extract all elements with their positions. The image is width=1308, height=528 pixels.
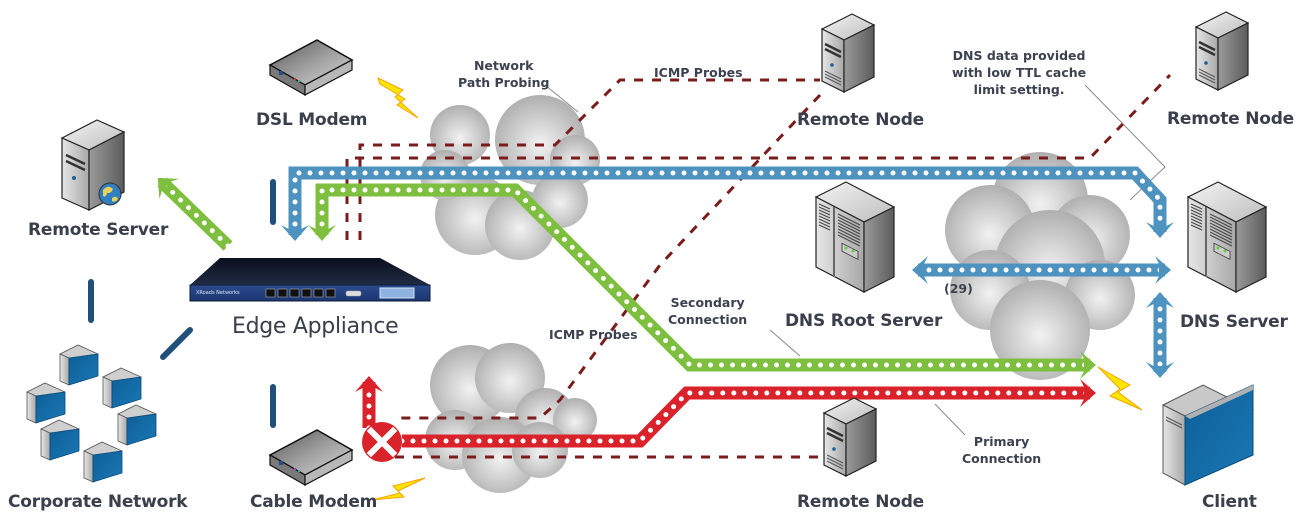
link-failed-icon <box>362 422 402 462</box>
link-bars <box>88 179 276 428</box>
dns-path <box>281 166 1174 241</box>
dns-root-query-path <box>912 256 1171 284</box>
appliance-brand: XRoads Networks <box>196 290 240 296</box>
secondary-connection-path <box>308 183 1096 379</box>
arrowhead <box>355 376 383 392</box>
arrowhead <box>1146 362 1174 378</box>
workstation-icon <box>40 419 80 461</box>
probe-line-dns <box>345 73 1172 240</box>
corporate-network-label: Corporate Network <box>8 492 188 512</box>
icmp-probes-top-label: ICMP Probes <box>654 65 743 80</box>
client-label: Client <box>1202 492 1257 512</box>
arrowhead <box>912 256 928 284</box>
cable-modem-icon[interactable] <box>268 429 354 487</box>
dns-server-label: DNS Server <box>1180 312 1288 332</box>
arrowhead <box>281 225 309 241</box>
remote-server-icon[interactable] <box>60 119 126 211</box>
workstation-icon <box>26 382 66 424</box>
dns-root-server-icon[interactable] <box>814 181 896 293</box>
connection-paths <box>157 166 1174 448</box>
dsl-modem-label: DSL Modem <box>256 110 368 130</box>
arrowhead <box>308 225 336 241</box>
lightning-icon <box>1097 366 1143 411</box>
lightning-icon <box>371 477 426 501</box>
icmp-probe-lines <box>345 73 1172 459</box>
corporate-network-icon[interactable] <box>26 344 157 483</box>
remote-node-right-label: Remote Node <box>1167 109 1294 129</box>
probe-line-mid <box>395 93 822 420</box>
failover-stub-path <box>355 376 383 431</box>
dsl-modem-icon[interactable] <box>268 39 354 97</box>
dns-ttl-note: DNS data provided with low TTL cache lim… <box>952 48 1087 97</box>
secondary-connection-note: Secondary Connection <box>668 295 748 327</box>
remote-node-bottom-icon[interactable] <box>822 397 878 477</box>
arrowhead <box>1080 379 1096 407</box>
edge-appliance-label: Edge Appliance <box>232 314 399 339</box>
arrowhead <box>1146 292 1174 308</box>
arrowhead <box>157 177 179 200</box>
workstation-icon <box>102 367 142 409</box>
lightning-icon <box>377 77 419 119</box>
remote-server-path <box>157 177 233 251</box>
dns-root-server-label: DNS Root Server <box>785 311 943 331</box>
icmp-probes-mid-label: ICMP Probes <box>549 327 638 342</box>
arrowhead <box>1080 351 1096 379</box>
remote-server-label: Remote Server <box>28 220 169 240</box>
network-path-probing-note: Network Path Probing <box>458 58 550 90</box>
edge-appliance-icon[interactable]: XRoads Networks <box>189 258 431 302</box>
probe-line-top <box>358 78 820 240</box>
internet-cloud-bottom <box>425 343 597 493</box>
remote-node-top-icon[interactable] <box>820 13 876 93</box>
primary-connection-note: Primary Connection <box>962 434 1042 466</box>
remote-node-right-icon[interactable] <box>1194 11 1250 91</box>
dns-server-icon[interactable] <box>1186 181 1268 293</box>
workstation-icon <box>117 404 157 446</box>
workstation-icon <box>59 344 99 386</box>
client-icon[interactable] <box>1161 384 1255 486</box>
arrowhead <box>1155 256 1171 284</box>
remote-node-top-label: Remote Node <box>797 110 924 130</box>
primary-connection-path <box>399 379 1096 448</box>
arrowhead <box>1146 222 1174 238</box>
workstation-icon <box>83 441 123 483</box>
remote-node-bottom-label: Remote Node <box>797 492 924 512</box>
cable-modem-label: Cable Modem <box>250 492 378 512</box>
dns-client-path <box>1146 292 1174 378</box>
dns-query-count-label: (29) <box>944 281 973 296</box>
